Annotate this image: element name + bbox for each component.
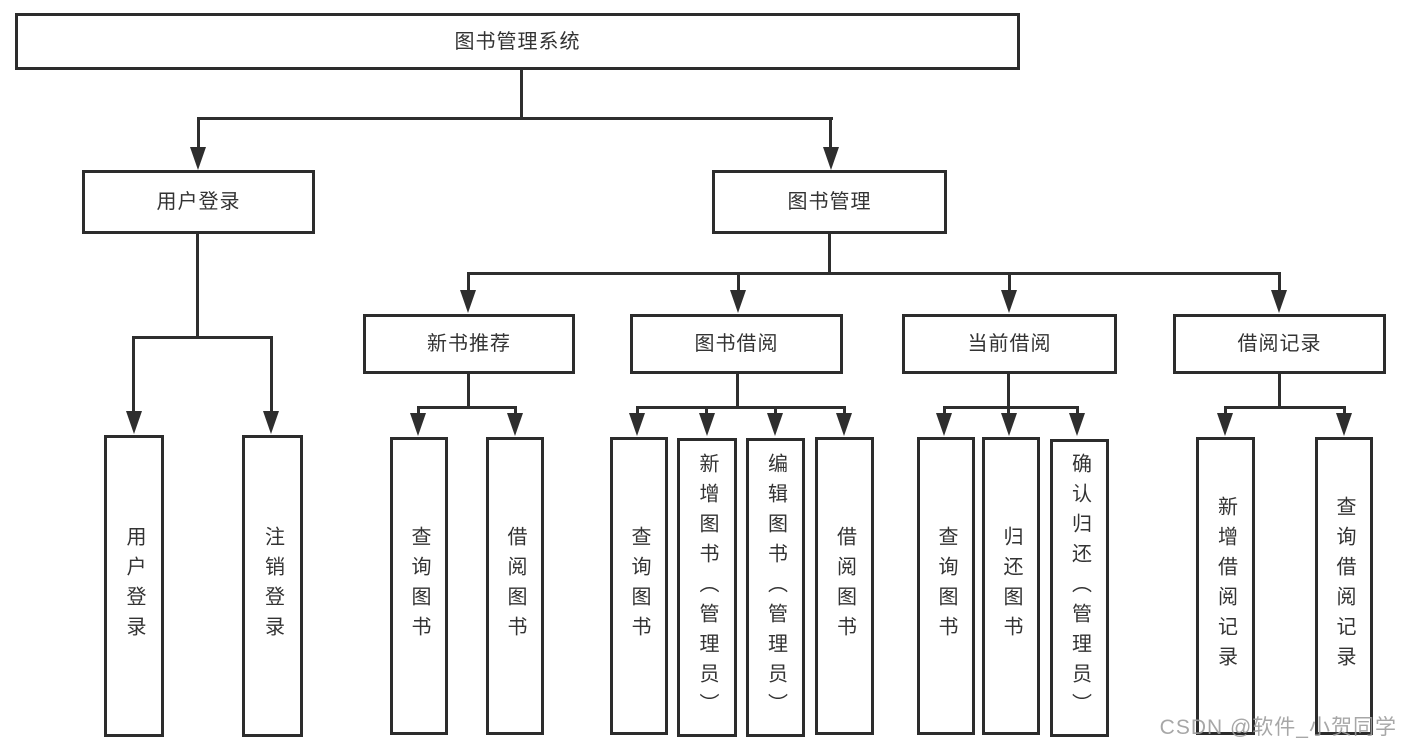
connector-cb-drop-3: [1076, 406, 1079, 418]
node-borrow-records: 借阅记录: [1173, 314, 1386, 374]
connector-bb-drop-4: [843, 406, 846, 418]
connector-cb-drop-1: [943, 406, 946, 418]
connector-bookmgmt-drop-2: [737, 272, 740, 292]
connector-bookmgmt-drop-4: [1278, 272, 1281, 292]
connector-rec-stem: [467, 374, 470, 409]
node-book-borrow: 图书借阅: [630, 314, 843, 374]
connector-bb-drop-3: [774, 406, 777, 418]
leaf-cb-query-books: 查询图书: [917, 437, 975, 735]
arrow-to-bb-add: [699, 413, 715, 436]
connector-root-drop-left: [197, 117, 200, 151]
connector-bookmgmt-drop-1: [467, 272, 470, 292]
arrow-to-br-query: [1336, 413, 1352, 436]
leaf-bb-edit-books-admin: 编辑图书（管理员）: [746, 438, 805, 737]
connector-cb-drop-2: [1007, 406, 1010, 418]
node-current-borrow: 当前借阅: [902, 314, 1117, 374]
arrow-to-rec-query: [410, 413, 426, 436]
connector-userlogin-stem: [196, 234, 199, 339]
connector-userlogin-drop-left: [132, 336, 135, 414]
leaf-br-query-record: 查询借阅记录: [1315, 437, 1373, 735]
arrow-to-book-borrow: [730, 290, 746, 313]
connector-userlogin-drop-right: [270, 336, 273, 414]
arrow-to-book-mgmt: [823, 147, 839, 170]
arrow-to-cb-return: [1001, 413, 1017, 436]
connector-rec-bar: [417, 406, 517, 409]
arrow-to-new-book-rec: [460, 290, 476, 313]
arrow-to-current-borrow: [1001, 290, 1017, 313]
arrow-to-bb-borrow: [836, 413, 852, 436]
connector-bookmgmt-stem: [828, 234, 831, 275]
leaf-br-add-record: 新增借阅记录: [1196, 437, 1255, 735]
leaf-rec-query-books: 查询图书: [390, 437, 448, 735]
connector-br-stem: [1278, 374, 1281, 409]
connector-bookmgmt-bar: [467, 272, 1281, 275]
node-new-book-rec: 新书推荐: [363, 314, 575, 374]
connector-rec-drop-2: [514, 406, 517, 418]
connector-br-bar: [1224, 406, 1346, 409]
arrow-to-rec-borrow: [507, 413, 523, 436]
arrow-to-leaf-logout: [263, 411, 279, 434]
connector-bb-bar: [636, 406, 846, 409]
csdn-watermark: CSDN @软件_小贺同学: [1159, 716, 1397, 739]
connector-root-drop-right: [829, 117, 832, 151]
connector-cb-bar: [943, 406, 1079, 409]
leaf-user-login: 用户登录: [104, 435, 164, 737]
leaf-cb-confirm-return-admin: 确认归还（管理员）: [1050, 439, 1109, 737]
arrow-to-bb-edit: [767, 413, 783, 436]
connector-rec-drop-1: [417, 406, 420, 418]
arrow-to-cb-confirm: [1069, 413, 1085, 436]
leaf-rec-borrow-books: 借阅图书: [486, 437, 544, 735]
connector-br-drop-2: [1343, 406, 1346, 418]
connector-bb-stem: [736, 374, 739, 409]
connector-bookmgmt-drop-3: [1008, 272, 1011, 292]
connector-bb-drop-1: [636, 406, 639, 418]
leaf-logout: 注销登录: [242, 435, 303, 737]
connector-root-bar: [197, 117, 833, 120]
arrow-to-bb-query: [629, 413, 645, 436]
connector-br-drop-1: [1224, 406, 1227, 418]
connector-root-stem: [520, 69, 523, 118]
leaf-bb-add-books-admin: 新增图书（管理员）: [677, 438, 737, 737]
node-user-login: 用户登录: [82, 170, 315, 234]
connector-bb-drop-2: [705, 406, 708, 418]
arrow-to-user-login: [190, 147, 206, 170]
arrow-to-borrow-records: [1271, 290, 1287, 313]
node-root: 图书管理系统: [15, 13, 1020, 70]
leaf-cb-return-books: 归还图书: [982, 437, 1040, 735]
connector-cb-stem: [1007, 374, 1010, 409]
leaf-bb-query-books: 查询图书: [610, 437, 668, 735]
arrow-to-leaf-user-login: [126, 411, 142, 434]
node-book-mgmt: 图书管理: [712, 170, 947, 234]
arrow-to-br-add: [1217, 413, 1233, 436]
leaf-bb-borrow-books: 借阅图书: [815, 437, 874, 735]
connector-userlogin-bar: [132, 336, 273, 339]
arrow-to-cb-query: [936, 413, 952, 436]
